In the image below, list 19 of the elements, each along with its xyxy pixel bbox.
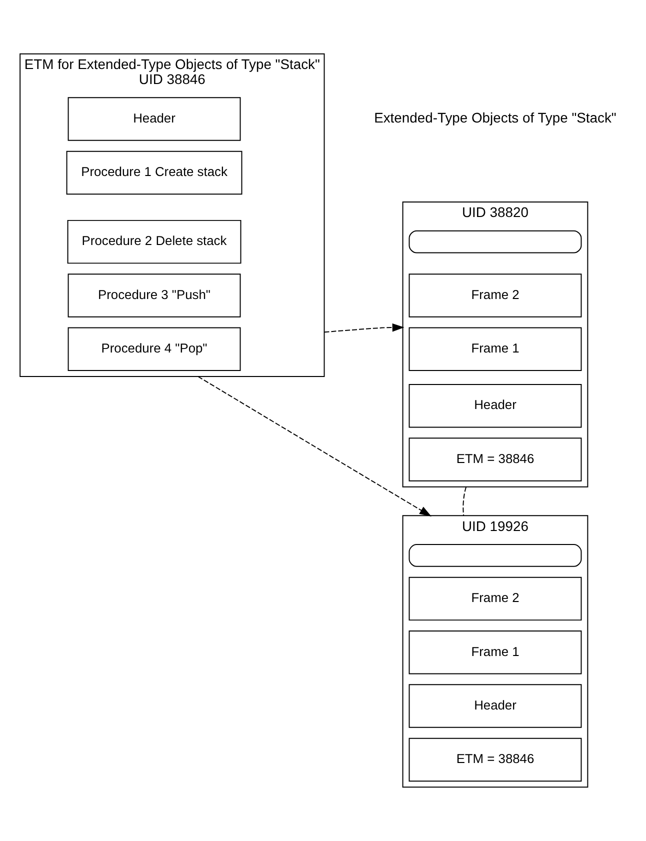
node-box: Procedure 2 Delete stack [67, 220, 242, 264]
node-box: Frame 1 [408, 327, 582, 372]
node-box: Header [408, 684, 582, 728]
node-box: Frame 2 [408, 576, 582, 621]
node-box: Procedure 4 "Pop" [68, 327, 241, 372]
connector [462, 486, 467, 516]
label: Extended-Type Objects of Type "Stack" [374, 110, 616, 126]
arrow [324, 323, 404, 333]
node-box: ETM = 38846 [408, 438, 582, 482]
arrow [198, 376, 432, 516]
node-box [408, 544, 582, 567]
node-box: ETM = 38846 [408, 738, 582, 782]
node-box: Header [68, 97, 241, 141]
node-box: Frame 1 [408, 630, 582, 674]
node-box [408, 230, 582, 254]
node-box: Header [408, 384, 582, 428]
node-box: Procedure 3 "Push" [68, 274, 241, 318]
node-box: Frame 2 [408, 274, 582, 318]
node-box: Procedure 1 Create stack [66, 150, 242, 195]
